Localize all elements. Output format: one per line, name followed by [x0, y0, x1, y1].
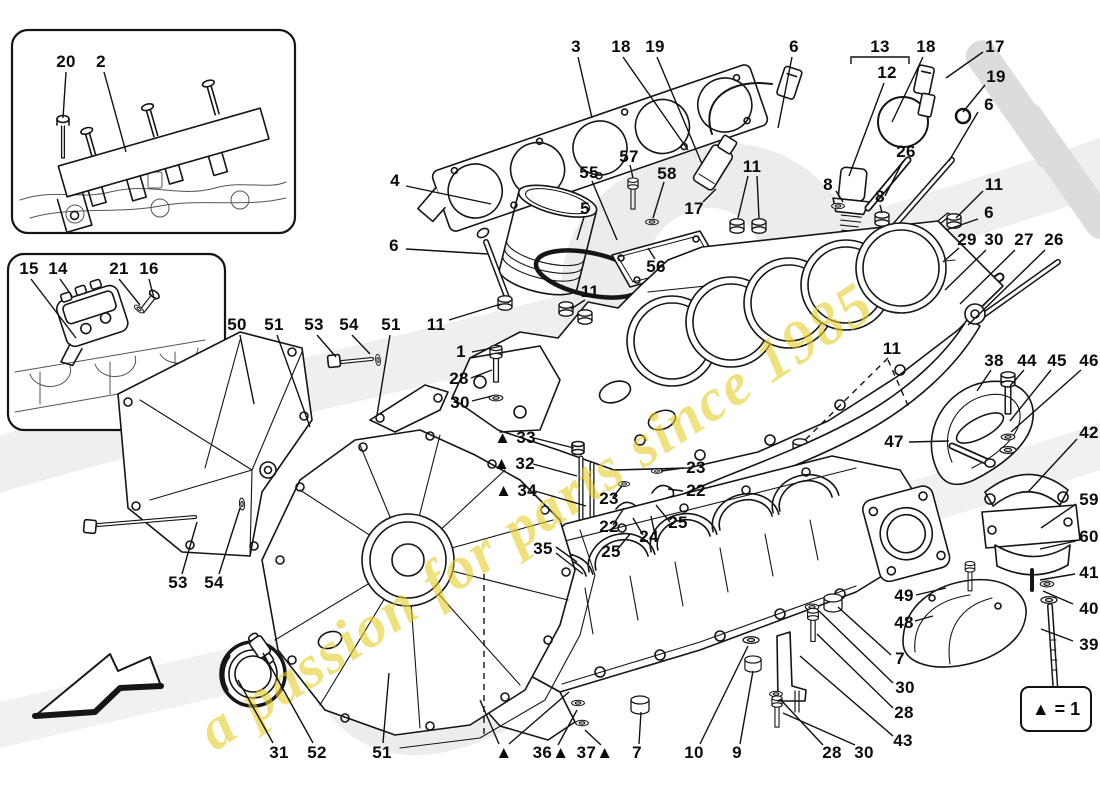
- o-ring-19-drawing: [954, 107, 972, 125]
- bracket-43-drawing: [776, 631, 807, 713]
- bolt-20-drawing: [56, 114, 70, 159]
- bolt-53-left-drawing: [82, 497, 246, 535]
- sensor-52-drawing: [247, 632, 275, 665]
- bracket-51-top-drawing: [369, 384, 449, 433]
- sensor-18-drawing: [877, 64, 972, 148]
- mount-pad-59-drawing: [981, 504, 1081, 592]
- direction-arrow: [32, 653, 164, 719]
- heat-shield-48-drawing: [902, 578, 1027, 668]
- legend-text: ▲ = 1: [1031, 698, 1081, 719]
- legend-box: ▲ = 1: [1020, 686, 1092, 732]
- plate-14-drawing: [55, 278, 129, 367]
- sensor-17-drawing: [692, 65, 803, 191]
- stud-6-drawing: [476, 227, 511, 303]
- bolt-53-top-drawing: [326, 353, 382, 369]
- crankcase-drawing: [451, 218, 1004, 471]
- mount-42-drawing: [984, 473, 1069, 507]
- cover-51-drawing: [261, 429, 596, 749]
- leader-lines: [30, 51, 1082, 746]
- inset-bracket-detail: [10, 28, 297, 235]
- gasket-drawing: [417, 64, 769, 232]
